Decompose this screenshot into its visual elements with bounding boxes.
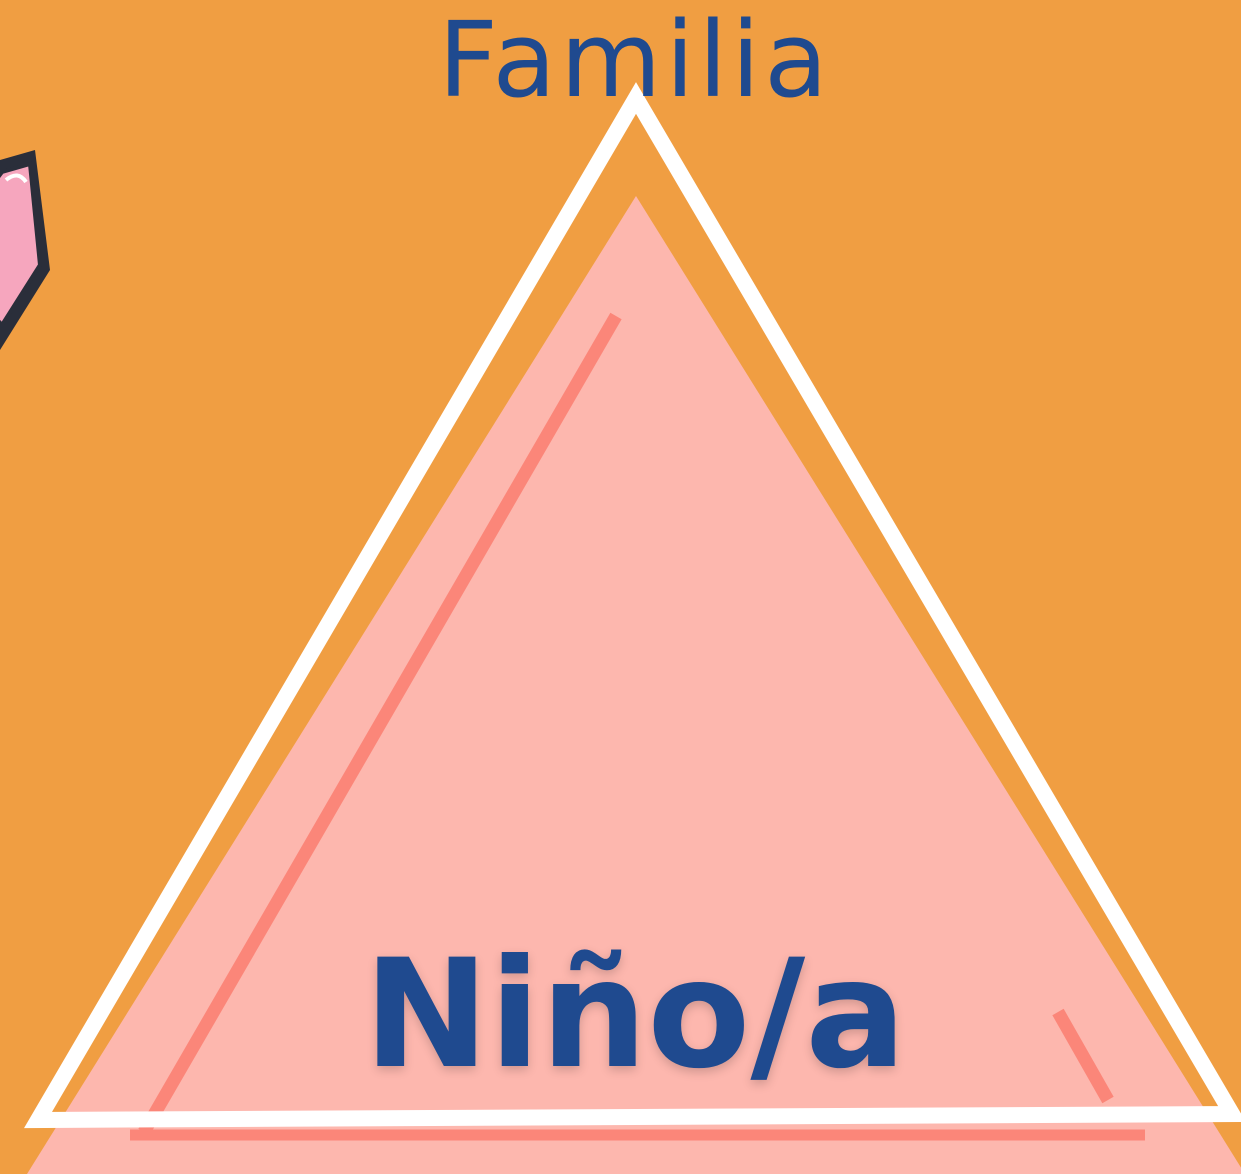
outer-triangle-outline [24,82,1241,1129]
pink-sticker-graphic [0,150,50,350]
inner-triangle [27,196,1241,1174]
center-label: Niño/a [363,928,907,1102]
diagram-title: Familia [438,0,832,121]
inner-right-accent-line [1052,1008,1114,1104]
inner-left-accent-line [138,312,622,1136]
